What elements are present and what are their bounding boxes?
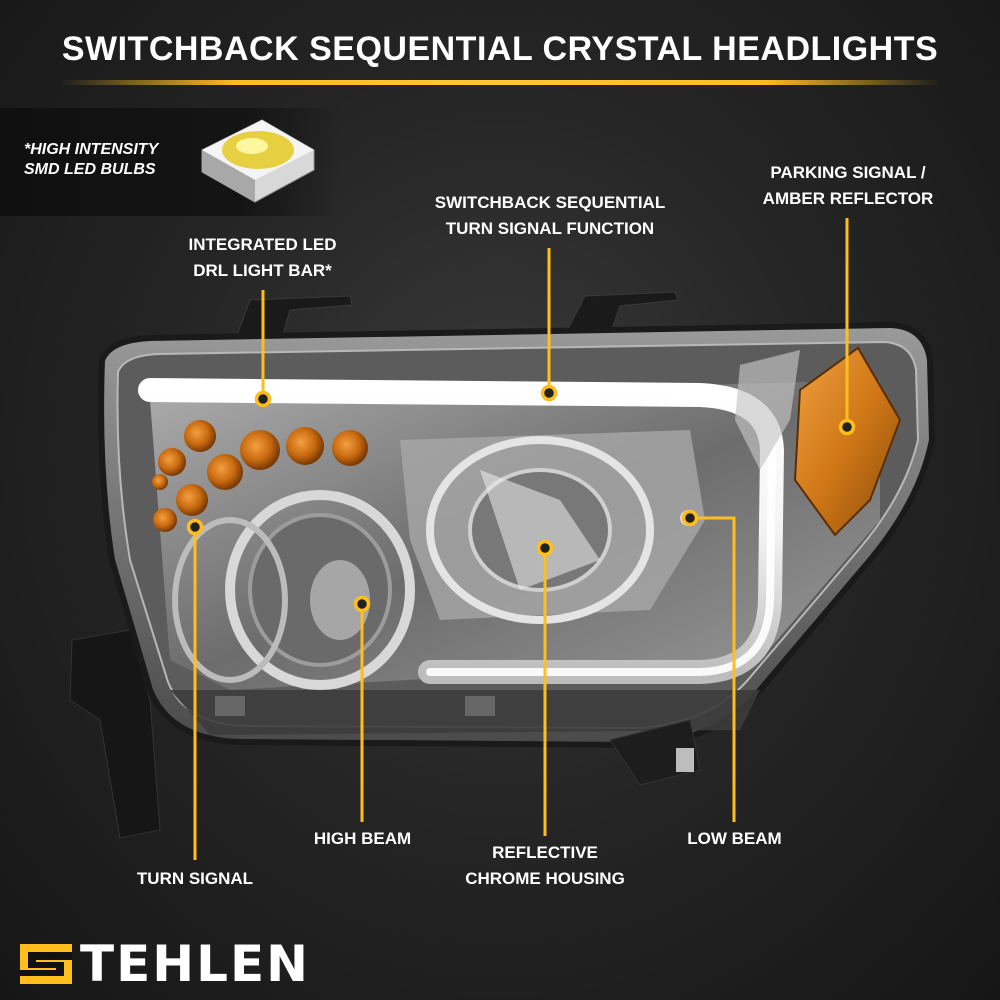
callout-parking-line2: AMBER REFLECTOR [762,189,934,208]
callout-low-beam-line1: LOW BEAM [687,829,782,848]
callout-high-beam-line1: HIGH BEAM [313,829,412,848]
turn-signal-leds [152,420,368,532]
callout-housing-line1: REFLECTIVE [492,843,598,862]
callout-parking-signal: PARKING SIGNAL / AMBER REFLECTOR [748,160,948,212]
callout-sequential-line1: SWITCHBACK SEQUENTIAL [434,193,666,212]
page-title: SWITCHBACK SEQUENTIAL CRYSTAL HEADLIGHTS [61,30,939,68]
high-beam-reflector [172,490,415,690]
bulb-note: *HIGH INTENSITY SMD LED BULBS [24,140,158,180]
callout-sequential-line2: TURN SIGNAL FUNCTION [445,219,655,238]
callout-housing-line2: CHROME HOUSING [465,869,625,888]
brand-logo-icon [20,944,72,984]
low-beam-projector [400,430,705,624]
callout-dots [186,384,856,613]
brand-logo: TEHLEN [80,935,310,993]
bulb-note-line2: SMD LED BULBS [24,161,156,178]
callout-chrome-housing: REFLECTIVE CHROME HOUSING [450,840,640,892]
callout-sequential-turn-signal: SWITCHBACK SEQUENTIAL TURN SIGNAL FUNCTI… [420,190,680,242]
callout-turn-signal: TURN SIGNAL [120,866,270,892]
amber-reflector [793,346,902,537]
callout-parking-line1: PARKING SIGNAL / [770,163,926,182]
callout-drl-light-bar: INTEGRATED LED DRL LIGHT BAR* [170,232,355,284]
smd-led-bulb-icon [201,119,315,203]
callout-low-beam: LOW BEAM [672,826,797,852]
bulb-note-line1: *HIGH INTENSITY [24,141,159,158]
callout-high-beam: HIGH BEAM [300,826,425,852]
callout-turn-signal-line1: TURN SIGNAL [136,869,254,888]
callout-lines [193,218,849,860]
callout-drl-line2: DRL LIGHT BAR* [193,261,332,280]
title-underline [60,80,940,85]
brand-name: TEHLEN [80,935,310,993]
callout-drl-line1: INTEGRATED LED [188,235,337,254]
